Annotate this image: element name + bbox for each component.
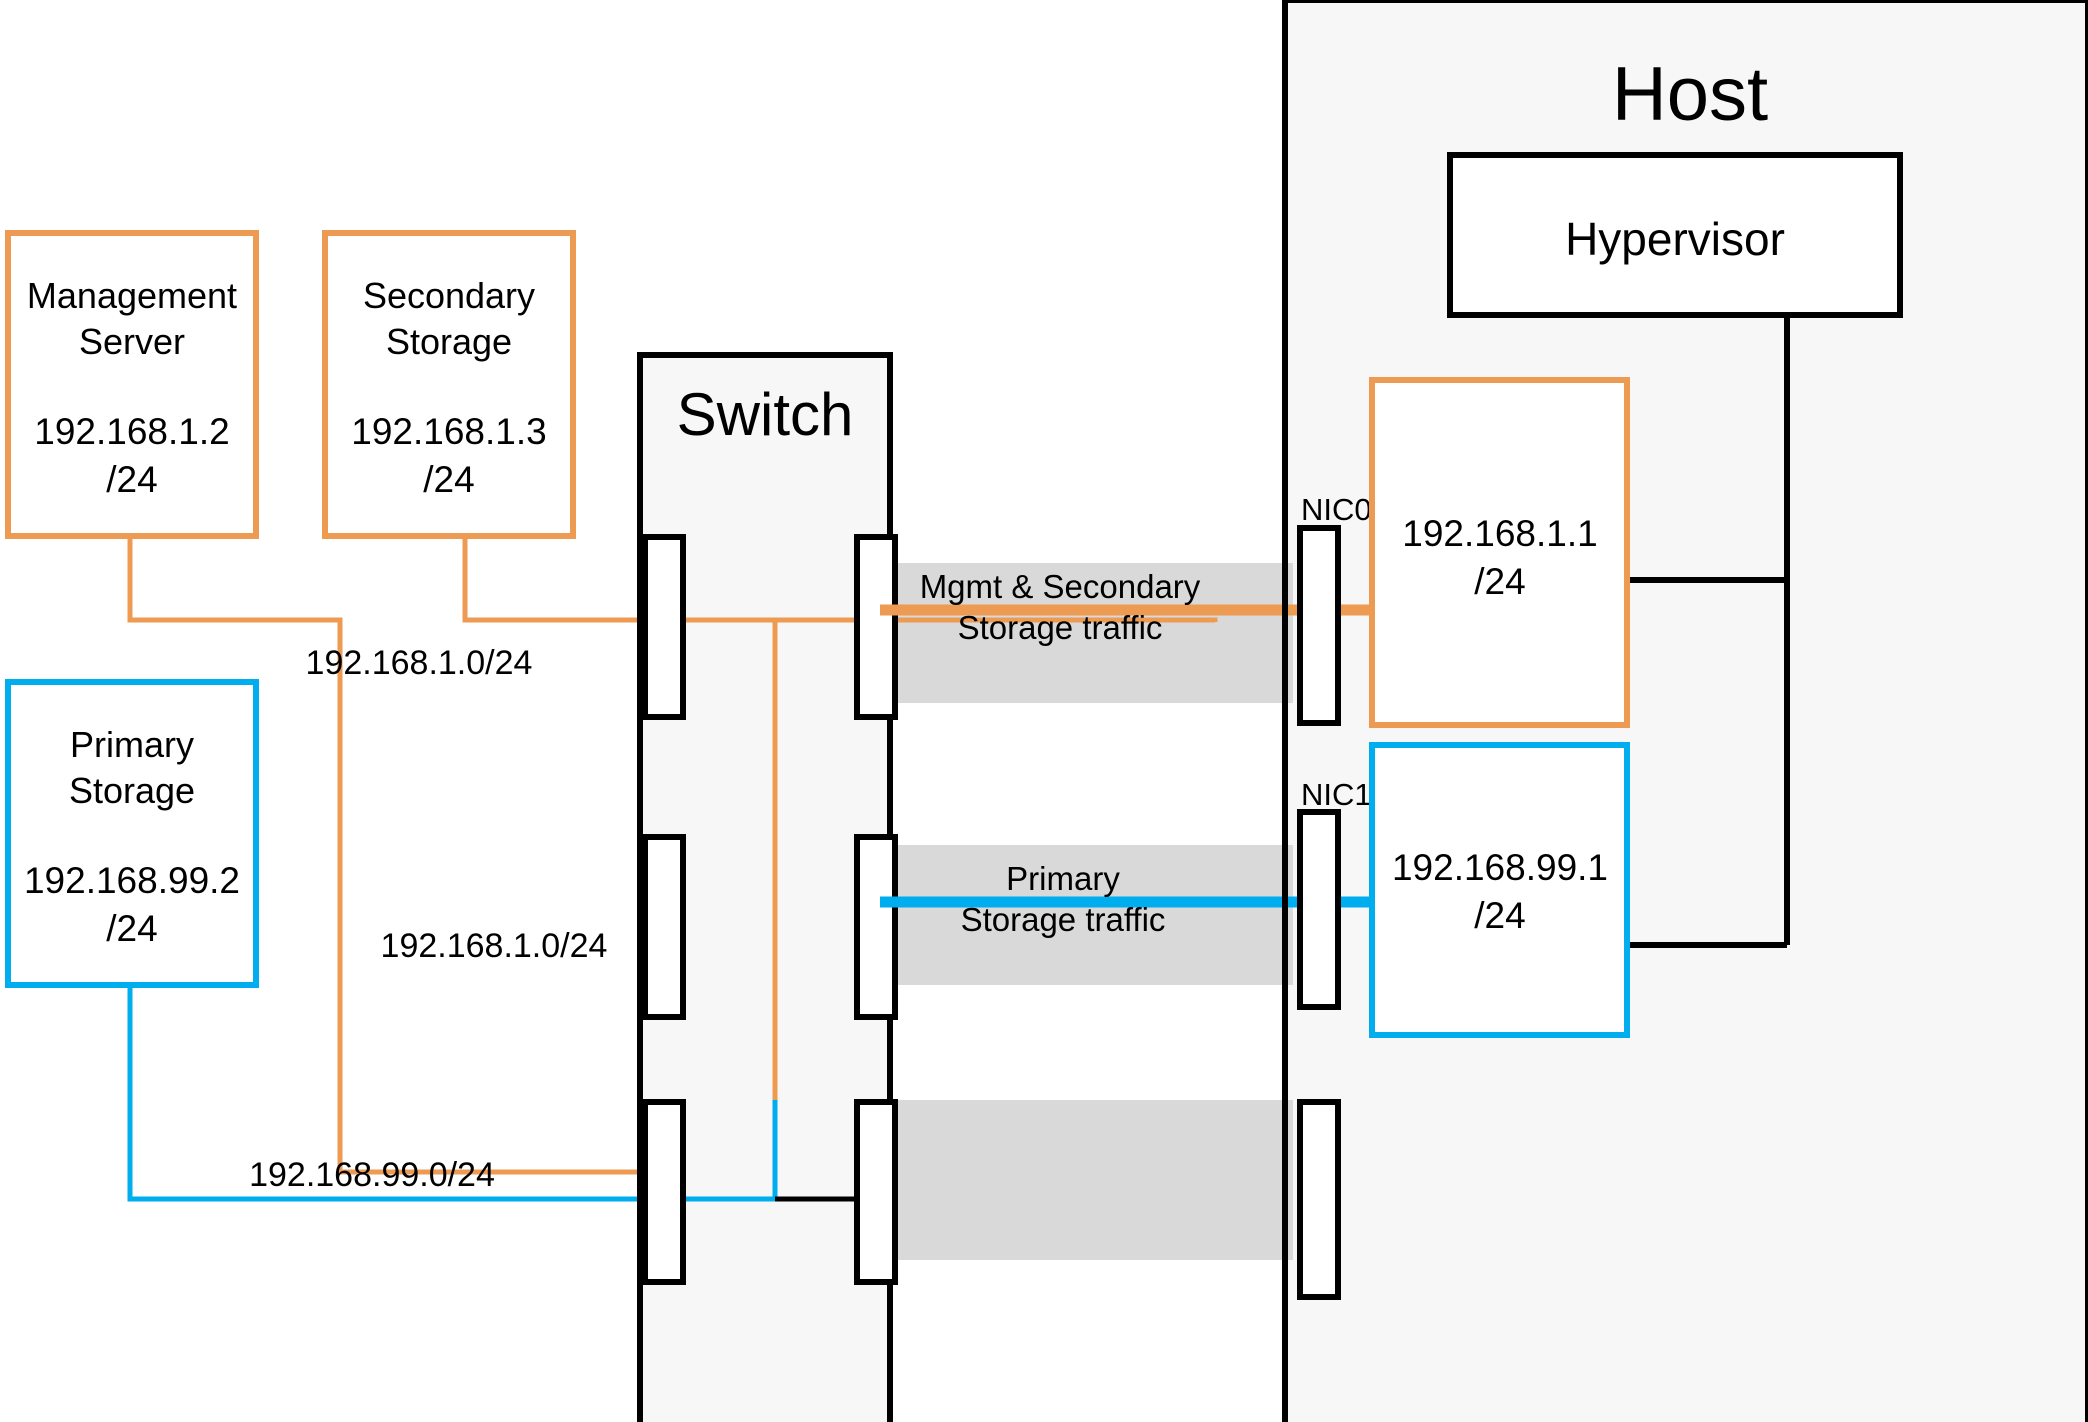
nic1-ip-box xyxy=(1369,742,1630,1038)
switch-port-right-1[interactable] xyxy=(854,534,898,720)
traffic-band-mgmt-secondary xyxy=(893,563,1293,703)
primary-storage-ip-line1: 192.168.99.2 xyxy=(24,860,240,901)
management-server-name-line1: Management xyxy=(27,275,237,316)
band-primary-line1: Primary xyxy=(1006,860,1120,897)
nic0-label: NIC0 xyxy=(1301,492,1372,527)
primary-storage-name-line1: Primary xyxy=(70,724,194,765)
link-management-server-to-switch xyxy=(127,536,647,1175)
management-server-box xyxy=(5,230,259,539)
hypervisor-bus-lines xyxy=(1622,315,1790,948)
nic0-ip-line2: /24 xyxy=(1474,561,1525,602)
switch-port-left-2[interactable] xyxy=(642,834,686,1020)
subnet-label-mgmt-lower: 192.168.1.0/24 xyxy=(381,927,608,965)
nic1-port[interactable] xyxy=(1297,809,1341,1010)
switch-port-right-2[interactable] xyxy=(854,834,898,1020)
host-label: Host xyxy=(1612,52,1768,137)
switch-label: Switch xyxy=(677,381,854,448)
nic1-ip-line2: /24 xyxy=(1474,895,1525,936)
band-primary-line2: Storage traffic xyxy=(961,901,1166,938)
traffic-band-primary xyxy=(893,845,1293,985)
host-box xyxy=(1282,0,2088,1422)
nic1-label: NIC1 xyxy=(1301,777,1372,812)
secondary-storage-box xyxy=(322,230,576,539)
switch-port-left-3[interactable] xyxy=(642,1099,686,1285)
secondary-storage-ip-line1: 192.168.1.3 xyxy=(351,411,546,452)
subnet-label-mgmt-upper: 192.168.1.0/24 xyxy=(306,644,533,682)
switch-port-left-1[interactable] xyxy=(642,534,686,720)
band-mgmt-secondary-line2: Storage traffic xyxy=(958,609,1163,646)
traffic-band-unlabeled xyxy=(893,1100,1293,1260)
nic0-port[interactable] xyxy=(1297,525,1341,726)
subnet-label-primary: 192.168.99.0/24 xyxy=(249,1156,495,1194)
primary-storage-name-line2: Storage xyxy=(69,770,195,811)
band-mgmt-secondary-line1: Mgmt & Secondary xyxy=(920,568,1201,605)
switch-port-right-3[interactable] xyxy=(854,1099,898,1285)
primary-storage-ip-line2: /24 xyxy=(106,908,157,949)
secondary-storage-name-line2: Storage xyxy=(386,321,512,362)
management-server-ip-line1: 192.168.1.2 xyxy=(34,411,229,452)
nic0-ip-line1: 192.168.1.1 xyxy=(1402,513,1597,554)
hypervisor-label: Hypervisor xyxy=(1565,213,1785,265)
nic1-ip-line1: 192.168.99.1 xyxy=(1392,847,1608,888)
management-server-name-line2: Server xyxy=(79,321,185,362)
secondary-storage-name-line1: Secondary xyxy=(363,275,535,316)
secondary-storage-ip-line2: /24 xyxy=(423,459,474,500)
hypervisor-box xyxy=(1447,152,1903,318)
nic0-ip-box xyxy=(1369,377,1630,728)
primary-storage-box xyxy=(5,679,259,988)
management-server-ip-line2: /24 xyxy=(106,459,157,500)
nic-port-unlabeled[interactable] xyxy=(1297,1099,1341,1300)
